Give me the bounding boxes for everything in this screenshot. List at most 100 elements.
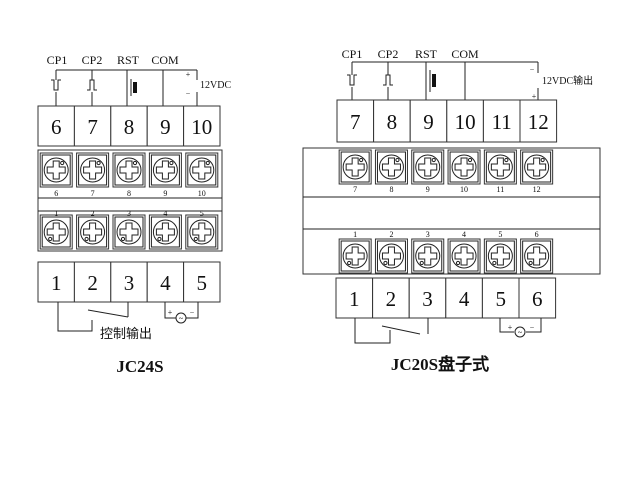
terminal-number: 10 xyxy=(191,115,212,139)
screw-label: 10 xyxy=(460,185,468,194)
supply-minus: − xyxy=(530,323,535,332)
power-minus: − xyxy=(186,89,191,98)
terminal-number: 7 xyxy=(87,115,98,139)
terminal-number: 5 xyxy=(495,287,506,311)
screw-label: 1 xyxy=(353,230,357,239)
screw-label: 7 xyxy=(353,185,357,194)
screw-icon xyxy=(374,149,408,185)
ac-tilde: ~ xyxy=(518,328,523,337)
terminal-number: 9 xyxy=(160,115,171,139)
terminal-number: 4 xyxy=(459,287,470,311)
terminal-box: 2 xyxy=(372,277,410,319)
terminal-box: 8 xyxy=(373,99,411,143)
terminal-box: 7 xyxy=(336,99,375,143)
reset-button-body xyxy=(432,74,436,87)
screw-label: 9 xyxy=(426,185,430,194)
screw-icon xyxy=(39,214,73,250)
signal-rst: RST xyxy=(415,47,438,61)
screw-icon xyxy=(338,238,372,274)
screw-label: 3 xyxy=(426,230,430,239)
falling-pulse-icon xyxy=(347,74,357,86)
screw-terminals: 6 1 7 2 8 3 9 4 10 5 xyxy=(39,152,219,250)
signal-wires xyxy=(51,69,198,106)
terminal-box-frame xyxy=(73,105,112,147)
terminal-box: 4 xyxy=(146,261,185,303)
screw-label: 11 xyxy=(496,185,504,194)
supply-plus: + xyxy=(168,308,173,317)
power-plus: + xyxy=(532,92,537,101)
screw-label: 3 xyxy=(127,209,131,218)
screw-label: 9 xyxy=(163,189,167,198)
supply-wiring xyxy=(164,302,199,319)
terminal-box-frame xyxy=(481,277,520,319)
terminal-box: 11 xyxy=(482,99,521,143)
screw-label: 6 xyxy=(54,189,58,198)
screw-label: 2 xyxy=(91,209,95,218)
terminal-box: 9 xyxy=(409,99,448,143)
screw-label: 8 xyxy=(389,185,393,194)
terminal-number: 2 xyxy=(87,271,98,295)
screw-icon xyxy=(76,214,110,250)
screw-icon xyxy=(483,238,517,274)
terminal-number: 1 xyxy=(349,287,360,311)
screw-label: 4 xyxy=(163,209,167,218)
terminal-box: 6 xyxy=(37,105,75,147)
screw-icon xyxy=(411,149,445,185)
screw-label: 12 xyxy=(533,185,541,194)
ac-source-icon xyxy=(514,326,526,338)
model-title: JC20S盘子式 xyxy=(391,354,489,374)
screw-label: 8 xyxy=(127,189,131,198)
terminal-number: 8 xyxy=(124,115,135,139)
terminal-number: 2 xyxy=(386,287,397,311)
falling-pulse-icon xyxy=(51,79,61,91)
terminal-box-frame xyxy=(110,105,148,147)
power-label: 12VDC xyxy=(200,80,231,91)
screw-icon xyxy=(76,152,110,188)
ac-source-icon xyxy=(175,312,187,324)
control-output-label: 控制输出 xyxy=(100,326,152,341)
signal-cp1: CP1 xyxy=(47,53,68,67)
terminal-number: 3 xyxy=(124,271,135,295)
screw-label: 1 xyxy=(54,209,58,218)
terminal-box: 3 xyxy=(110,261,148,303)
screw-icon xyxy=(447,238,481,274)
screw-icon xyxy=(483,149,517,185)
terminal-number: 12 xyxy=(528,110,549,134)
screw-label: 5 xyxy=(200,209,204,218)
power-label: 12VDC输出 xyxy=(542,74,593,87)
screw-icon xyxy=(338,149,372,185)
screw-icon xyxy=(112,152,146,188)
terminal-box: 7 xyxy=(73,105,112,147)
screw-label: 4 xyxy=(462,230,466,239)
terminal-box: 9 xyxy=(146,105,185,147)
terminal-box-frame xyxy=(445,277,483,319)
rising-pulse-icon xyxy=(87,79,97,91)
screw-icon xyxy=(520,238,554,274)
screw-icon xyxy=(447,149,481,185)
terminal-box: 10 xyxy=(183,105,221,147)
terminal-box-frame xyxy=(373,99,411,143)
screw-label: 2 xyxy=(389,230,393,239)
screw-icon xyxy=(185,152,219,188)
terminal-number: 4 xyxy=(160,271,171,295)
terminal-box-frame xyxy=(482,99,521,143)
terminal-box-frame xyxy=(519,99,558,143)
screw-icon xyxy=(148,214,182,250)
screw-label: 7 xyxy=(91,189,95,198)
terminal-box: 6 xyxy=(518,277,557,319)
screw-label: 10 xyxy=(198,189,206,198)
terminal-number: 1 xyxy=(51,271,62,295)
screw-icon xyxy=(374,238,408,274)
terminal-number: 8 xyxy=(387,110,398,134)
signal-cp2: CP2 xyxy=(378,47,399,61)
rising-pulse-icon xyxy=(383,74,393,86)
terminal-box-frame xyxy=(518,277,557,319)
screw-icon xyxy=(520,149,554,185)
screw-label: 5 xyxy=(498,230,502,239)
